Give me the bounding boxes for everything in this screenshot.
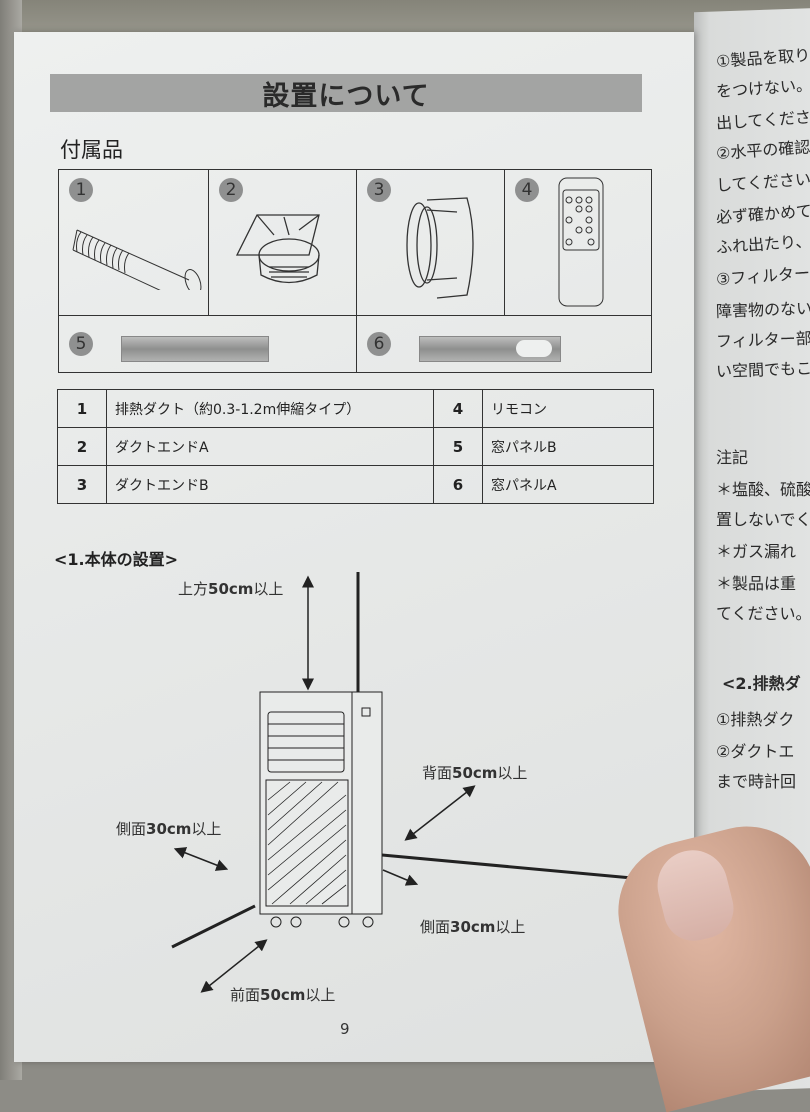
page-number: 9 [340, 1020, 350, 1038]
part-number: 2 [57, 427, 107, 466]
note-line: てください。 [716, 604, 810, 623]
clearance-label-back: 背面50cm以上 [422, 764, 528, 782]
figure-cell-2: 2 [209, 170, 357, 316]
right-page-line: 障害物のない [715, 298, 810, 321]
section2-line: ①排熱ダク [716, 710, 795, 729]
part-number: 1 [57, 389, 107, 428]
section2-heading: <2.排熱ダ [722, 674, 801, 693]
clearance-label-top: 上方50cm以上 [178, 580, 284, 598]
window-panel-a-icon [419, 336, 561, 362]
figure-number-badge: 3 [367, 178, 391, 202]
clearance-diagram [171, 572, 633, 993]
duct-end-a-icon [235, 214, 320, 284]
notes-heading: 注記 [716, 448, 749, 467]
section2-line: まで時計回 [716, 772, 797, 791]
part-number: 6 [433, 465, 483, 504]
part-name: ダクトエンドB [106, 465, 434, 504]
part-name: 窓パネルB [482, 427, 654, 466]
figure-cell-3: 3 [357, 170, 505, 316]
figure-number-badge: 2 [219, 178, 243, 202]
right-page-line: フィルター部 [715, 328, 810, 351]
duct-end-b-icon [406, 197, 474, 299]
part-name: 排熱ダクト（約0.3-1.2m伸縮タイプ） [106, 389, 434, 428]
figure-cell-6: 6 [357, 316, 651, 372]
figure-number-badge: 4 [515, 178, 539, 202]
part-number: 5 [433, 427, 483, 466]
note-line: ＊ガス漏れ [716, 542, 797, 561]
part-number: 4 [433, 389, 483, 428]
accessories-heading: 付属品 [60, 138, 123, 162]
section2-line: ②ダクトエ [716, 742, 795, 761]
part-name: ダクトエンドA [106, 427, 434, 466]
note-line: 置しないでく [716, 510, 810, 529]
panel-opening [516, 340, 552, 357]
part-name: 窓パネルA [482, 465, 654, 504]
remote-control-icon [558, 177, 604, 307]
parts-table: 1 排熱ダクト（約0.3-1.2m伸縮タイプ） 4 リモコン 2 ダクトエンドA… [57, 389, 654, 504]
figure-number-badge: 6 [367, 332, 391, 356]
table-row: 2 ダクトエンドA 5 窓パネルB [57, 427, 654, 466]
table-row: 1 排熱ダクト（約0.3-1.2m伸縮タイプ） 4 リモコン [57, 389, 654, 428]
figure-cell-5: 5 [59, 316, 357, 372]
note-line: ＊製品は重 [716, 574, 797, 593]
figure-cell-1: 1 [59, 170, 209, 316]
accessory-figure-grid: 1 2 3 [58, 169, 652, 373]
right-page-line: い空間でもこ [715, 358, 810, 381]
part-number: 3 [57, 465, 107, 504]
table-row: 3 ダクトエンドB 6 窓パネルA [57, 465, 654, 504]
clearance-label-side-left: 側面30cm以上 [116, 820, 222, 838]
figure-number-badge: 1 [69, 178, 93, 202]
installation-heading: <1.本体の設置> [54, 550, 179, 569]
figure-cell-4: 4 [505, 170, 651, 316]
clearance-label-front: 前面50cm以上 [230, 986, 336, 1004]
part-name: リモコン [482, 389, 654, 428]
page-title-bar: 設置について [50, 74, 642, 112]
page-title: 設置について [262, 80, 430, 112]
exhaust-duct-hose-icon [72, 229, 202, 290]
clearance-label-side-right: 側面30cm以上 [420, 918, 526, 936]
figure-number-badge: 5 [69, 332, 93, 356]
window-panel-b-icon [121, 336, 269, 362]
note-line: ＊塩酸、硫酸 [716, 480, 810, 499]
